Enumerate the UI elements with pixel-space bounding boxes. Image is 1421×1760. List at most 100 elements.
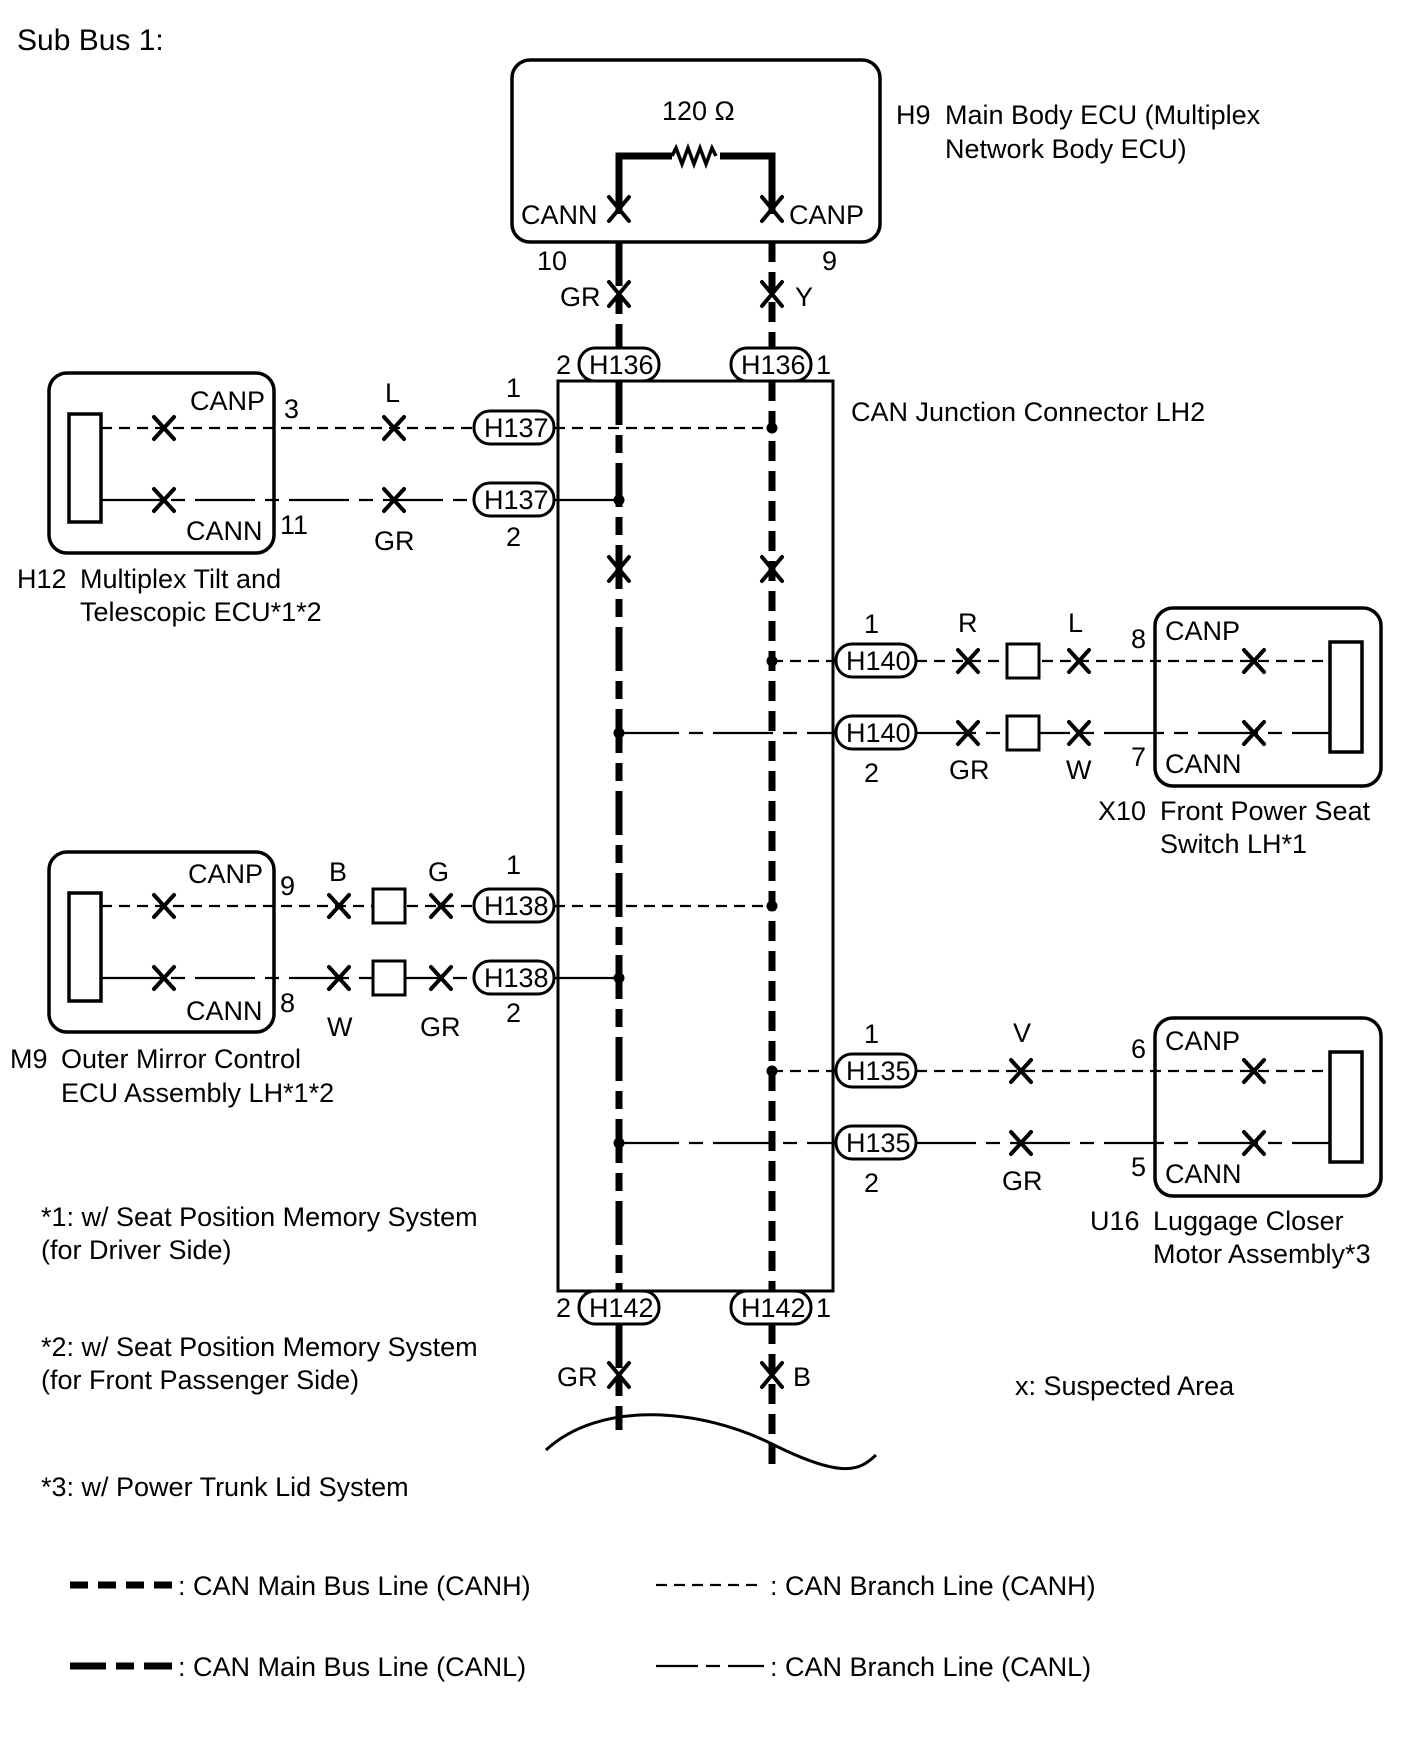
connector-h135: H135 H135 (834, 1052, 918, 1161)
u16-canp-label: CANP (1165, 1026, 1240, 1056)
m9-canp-color1: B (329, 857, 347, 887)
h142-canl-pin: 2 (556, 1293, 571, 1323)
u16-canp-color: V (1013, 1018, 1031, 1048)
h142-canh-pin: 1 (816, 1293, 831, 1323)
connector-h137: H137 H137 (472, 409, 556, 518)
note-2-line2: (for Front Passenger Side) (41, 1365, 359, 1395)
x-mark (760, 1361, 784, 1389)
x-mark (429, 893, 453, 919)
suspected-area-marks (152, 195, 1266, 1389)
h135-cann-label: H135 (846, 1128, 911, 1158)
x10-conn-pin-canp: 1 (864, 609, 879, 639)
x-mark (956, 720, 980, 746)
u16-id: U16 (1090, 1206, 1140, 1236)
x-mark (956, 648, 980, 674)
x10-cann-pin: 7 (1131, 742, 1146, 772)
x-mark (760, 280, 784, 308)
h12-name-line1: Multiplex Tilt and (80, 564, 281, 594)
main-ecu-name-line2: Network Body ECU) (945, 134, 1187, 164)
x-mark (152, 893, 176, 919)
m9-cann-pin: 8 (280, 988, 295, 1018)
note-3: *3: w/ Power Trunk Lid System (41, 1472, 409, 1502)
x10-cann-color2: W (1066, 755, 1092, 785)
x10-conn-pin-cann: 2 (864, 758, 879, 788)
u16-motor: CANP CANN 6 5 V GR 1 2 U16 Luggage Close… (864, 1016, 1383, 1269)
x-mark (607, 555, 631, 583)
main-ecu-name-line1: Main Body ECU (Multiplex (945, 100, 1261, 130)
x10-canp-label: CANP (1165, 616, 1240, 646)
legend-branch-canl: : CAN Branch Line (CANL) (770, 1652, 1091, 1682)
h136-canh-label: H136 (741, 350, 806, 380)
h12-conn-pin-cann: 2 (506, 522, 521, 552)
h12-name-line2: Telescopic ECU*1*2 (80, 597, 322, 627)
x-mark (1242, 648, 1266, 674)
m9-conn-pin-cann: 2 (506, 998, 521, 1028)
diagram-title: Sub Bus 1: (17, 24, 164, 57)
x-mark (152, 487, 176, 513)
h12-cann-pin: 11 (280, 510, 308, 540)
h140-canp-label: H140 (846, 646, 911, 676)
x10-switch: CANP CANN 8 7 R L GR W 1 2 X10 Front Pow… (864, 606, 1383, 859)
h12-conn-pin-canp: 1 (506, 373, 521, 403)
m9-id: M9 (10, 1044, 48, 1074)
h12-canp-label: CANP (190, 386, 265, 416)
m9-ecu: CANP CANN 9 8 B G W GR 1 2 M9 Outer Mirr… (10, 850, 521, 1108)
x-mark (1242, 1130, 1266, 1156)
m9-conn-pin-canp: 1 (506, 850, 521, 880)
h12-cann-label: CANN (186, 516, 263, 546)
h136-canl-label: H136 (589, 350, 654, 380)
main-ecu-canh-wire-color: Y (795, 282, 813, 312)
u16-name-line1: Luggage Closer (1153, 1206, 1344, 1236)
footnotes: *1: w/ Seat Position Memory System (for … (41, 1202, 1235, 1502)
x10-canp-pin: 8 (1131, 624, 1146, 654)
h12-cann-color: GR (374, 526, 415, 556)
x-mark (327, 965, 351, 991)
main-body-ecu: 120 Ω CANN CANP H9 Main Body ECU (Multip… (510, 58, 1261, 312)
m9-cann-color2: GR (420, 1012, 461, 1042)
x-mark (1067, 720, 1091, 746)
main-ecu-canh-pin: 9 (822, 246, 837, 276)
h142-canh-label: H142 (741, 1293, 806, 1323)
u16-cann-pin: 5 (1131, 1152, 1146, 1182)
main-ecu-canh-label: CANP (789, 200, 864, 230)
connector-h136: H136 H136 2 1 (556, 346, 831, 383)
u16-conn-pin-cann: 2 (864, 1168, 879, 1198)
m9-cann-label: CANN (186, 996, 263, 1026)
u16-cann-label: CANN (1165, 1159, 1242, 1189)
x-mark (382, 487, 406, 513)
x-mark (152, 965, 176, 991)
x-mark (152, 415, 176, 441)
m9-canp-label: CANP (188, 859, 263, 889)
junction-name: CAN Junction Connector LH2 (851, 397, 1205, 427)
x-mark (1242, 720, 1266, 746)
x-mark (607, 280, 631, 308)
m9-name-line2: ECU Assembly LH*1*2 (61, 1078, 334, 1108)
main-ecu-canl-pin: 10 (537, 246, 567, 276)
h142-canl-label: H142 (589, 1293, 654, 1323)
cut-line (544, 1413, 878, 1471)
x10-canp-color1: R (958, 608, 978, 638)
x-mark (1009, 1130, 1033, 1156)
x10-cann-color1: GR (949, 755, 990, 785)
x-mark (760, 555, 784, 583)
legend-main-canh: : CAN Main Bus Line (CANH) (178, 1571, 531, 1601)
connector-h140: H140 H140 (834, 642, 918, 751)
x-mark (1242, 1058, 1266, 1084)
junction-dots (613, 422, 778, 1149)
x-mark (1009, 1058, 1033, 1084)
connector-h138: H138 H138 (472, 887, 556, 996)
x-mark (327, 893, 351, 919)
x10-canp-color2: L (1068, 608, 1083, 638)
legend: : CAN Main Bus Line (CANH) : CAN Main Bu… (70, 1571, 1096, 1682)
main-ecu-canl-wire-color: GR (560, 282, 601, 312)
can-junction-connector: CAN Junction Connector LH2 (556, 379, 1205, 1293)
h12-canp-color: L (385, 378, 400, 408)
h12-ecu: CANP CANN 3 11 L GR 1 2 H12 Multiplex Ti… (17, 371, 521, 627)
note-1-line2: (for Driver Side) (41, 1235, 232, 1265)
x-mark (607, 1361, 631, 1389)
note-2-line1: *2: w/ Seat Position Memory System (41, 1332, 478, 1362)
h136-canl-pin: 2 (556, 350, 571, 380)
m9-name-line1: Outer Mirror Control (61, 1044, 301, 1074)
x10-id: X10 (1098, 796, 1146, 826)
suspected-area-note: x: Suspected Area (1015, 1371, 1235, 1401)
